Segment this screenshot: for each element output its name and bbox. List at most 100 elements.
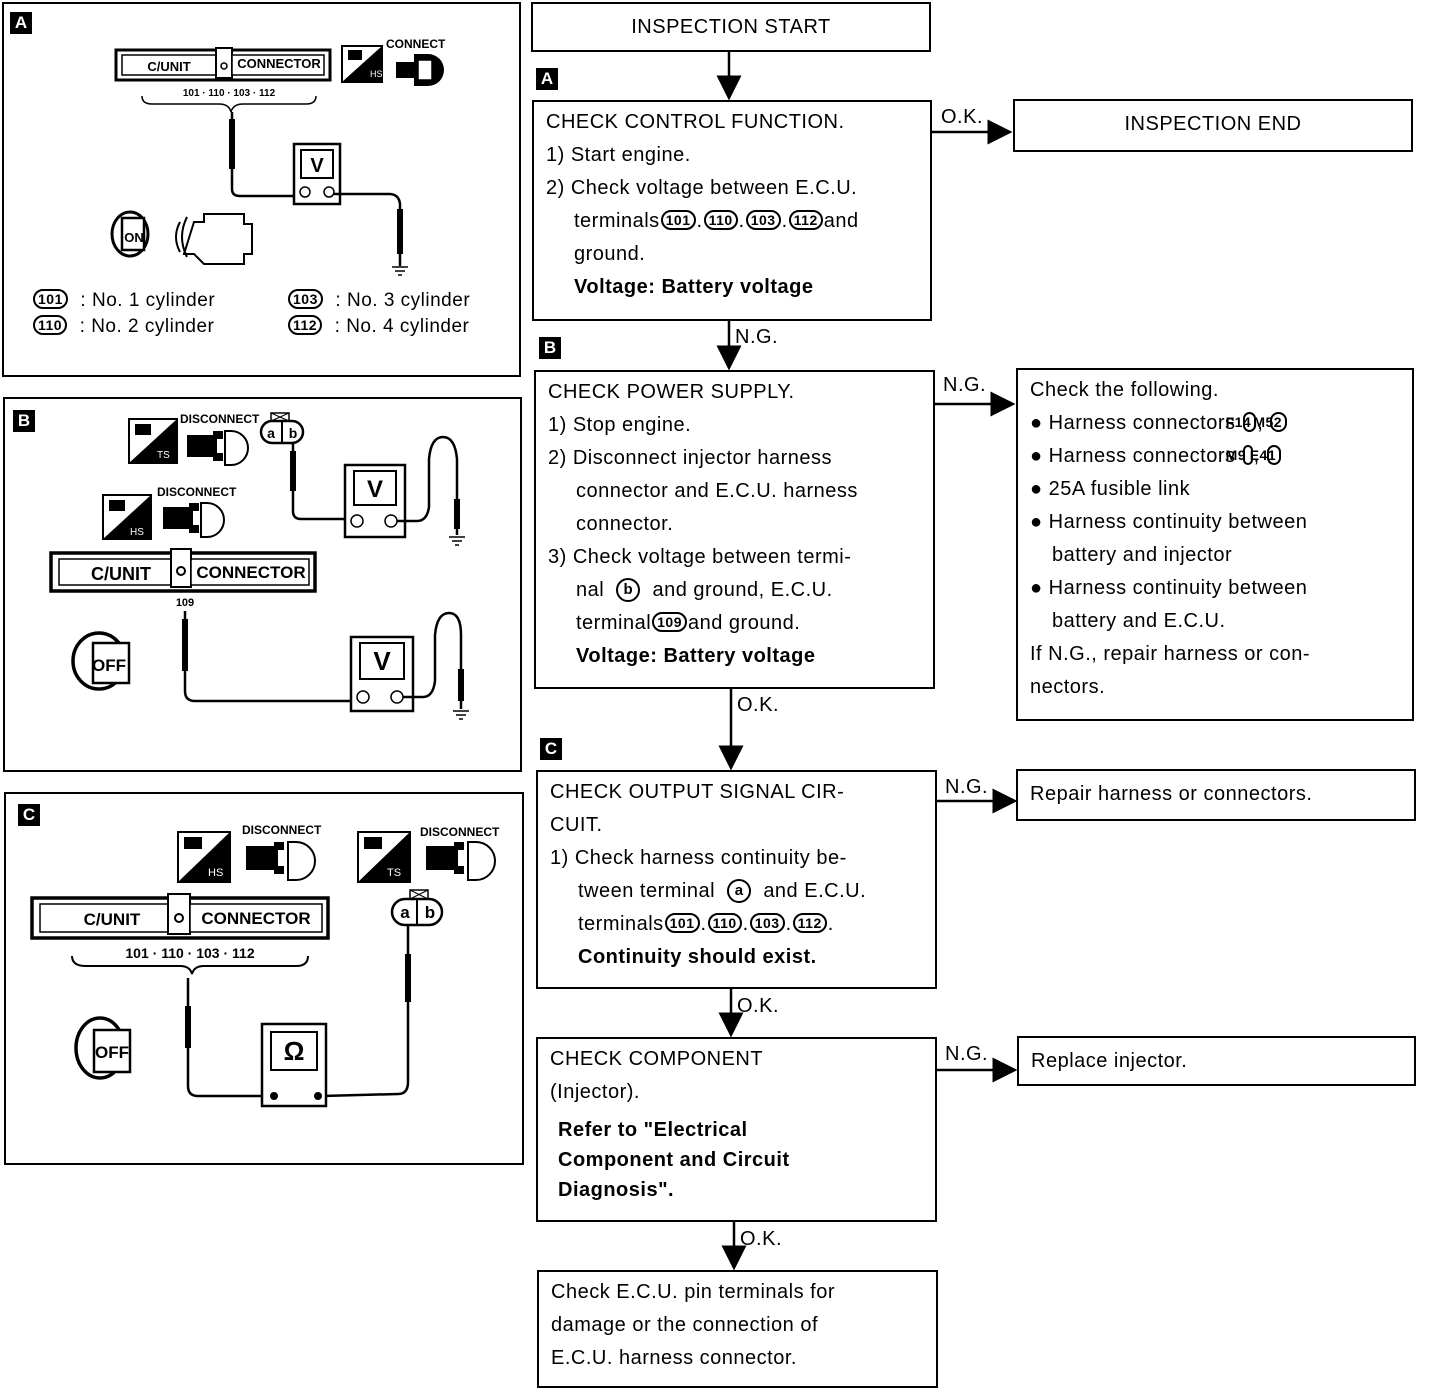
terminal-101: 101: [33, 289, 68, 309]
ts-icon: TS: [357, 831, 411, 883]
panel-a-connector-label: CONNECTOR: [237, 56, 321, 71]
ng-label-d: N.G.: [945, 1043, 989, 1065]
step-a-step2: 2) Check voltage between E.C.U.: [546, 177, 858, 199]
key-off-label: OFF: [95, 1043, 129, 1062]
step-c-title-2: CUIT.: [550, 814, 603, 836]
terminal-101: 101: [664, 913, 700, 933]
plug-a-label: a: [400, 903, 410, 922]
step-d-ref-2: Component and Circuit: [558, 1149, 790, 1171]
terminal-103: 103: [749, 913, 785, 933]
ignition-key-on-icon: ON: [110, 210, 150, 258]
terminal-103: 103: [745, 210, 781, 230]
panel-b-diagram: TS DISCONNECT a b V: [49, 412, 469, 720]
ok-label-b: O.K.: [737, 694, 780, 716]
terminal-112: 112: [792, 913, 827, 933]
panel-a-pins: 101 · 110 · 103 · 112: [183, 88, 276, 99]
injector-connector-icon: a b: [259, 412, 305, 445]
ground-icon: [453, 710, 469, 720]
step-b-step1: 1) Stop engine.: [548, 414, 692, 436]
ohmmeter-icon: Ω: [260, 1022, 328, 1108]
plug-disconnect-icon-1: [246, 841, 316, 881]
engine-icon: [175, 213, 253, 265]
step-c-title-1: CHECK OUTPUT SIGNAL CIR-: [550, 781, 845, 803]
repair-text: Repair harness or connectors.: [1030, 783, 1313, 805]
legend-103-desc: : No. 3 cylinder: [335, 290, 471, 311]
step-d-title-2: (Injector).: [550, 1081, 640, 1103]
step-c-box: CHECK OUTPUT SIGNAL CIR- CUIT. 1) Check …: [536, 770, 937, 989]
ts-text: TS: [157, 450, 170, 461]
check-following-title: Check the following.: [1030, 379, 1219, 401]
legend-112-desc: : No. 4 cylinder: [334, 316, 470, 337]
step-c-terminals-word: terminals: [578, 913, 664, 935]
step-d-ref-1: Refer to "Electrical: [558, 1119, 748, 1141]
ignition-key-off-icon: OFF: [74, 1016, 132, 1080]
ecu-connector: C/UNIT CONNECTOR 101 · 110 · 103 · 112: [30, 893, 330, 975]
bullet: ●: [1030, 445, 1043, 467]
step-b-step2-line1: 2) Disconnect injector harness: [548, 447, 833, 469]
check-item-1: ● Harness connectors F14, M52: [1030, 407, 1400, 440]
step-d-box: CHECK COMPONENT (Injector). Refer to "El…: [536, 1037, 937, 1222]
panel-c-disconnect-2: DISCONNECT: [420, 825, 500, 839]
ok-label-c: O.K.: [737, 995, 780, 1017]
ok-label-d: O.K.: [740, 1228, 783, 1250]
step-a-step1: 1) Start engine.: [546, 144, 691, 166]
ng-label-c: N.G.: [945, 776, 989, 798]
step-b-and-ground: and ground, E.C.U.: [652, 579, 833, 601]
replace-text: Replace injector.: [1031, 1050, 1188, 1072]
final-line-1: Check E.C.U. pin terminals for: [551, 1281, 835, 1303]
connector-f14: F14: [1226, 412, 1257, 432]
plug-connect-icon: [396, 54, 444, 86]
hs-icon: HS: [341, 45, 383, 83]
panel-a: A C/UNIT CONNECTOR 101 · 110 · 103 · 112…: [2, 2, 521, 377]
legend-101-desc: : No. 1 cylinder: [80, 290, 216, 311]
key-off-label: OFF: [92, 656, 126, 675]
check-item-2: ● Harness connectors M9, E41: [1030, 440, 1400, 473]
step-b-tag: B: [539, 337, 561, 359]
panel-a-connect-label: CONNECT: [386, 37, 446, 51]
plug-b-label: b: [289, 425, 298, 441]
panel-c-meter-label: Ω: [284, 1036, 305, 1066]
legend-110-desc: : No. 2 cylinder: [79, 316, 215, 337]
legend-103: 103 : No. 3 cylinder: [287, 289, 470, 312]
step-c-step1: 1) Check harness continuity be-: [550, 847, 847, 869]
check-following-note-1: If N.G., repair harness or con-: [1030, 643, 1311, 665]
step-b-step2-line3: connector.: [576, 513, 674, 535]
panel-c-pins: 101 · 110 · 103 · 112: [125, 945, 254, 961]
terminal-103: 103: [288, 289, 323, 309]
terminal-b: b: [616, 578, 641, 602]
connector-e41: E41: [1250, 445, 1282, 465]
ok-label-a: O.K.: [941, 106, 984, 128]
terminal-112: 112: [288, 315, 323, 335]
panel-c-tag: C: [18, 804, 40, 826]
legend-101: 101 : No. 1 cylinder: [32, 289, 215, 312]
bullet: ●: [1030, 511, 1043, 533]
terminal-110: 110: [703, 210, 738, 230]
step-d-title-1: CHECK COMPONENT: [550, 1048, 764, 1070]
step-a-tag: A: [536, 68, 558, 90]
panel-b-disconnect-2: DISCONNECT: [157, 485, 237, 499]
check-item-5-line2: battery and E.C.U.: [1052, 610, 1226, 632]
panel-b-connector-label: CONNECTOR: [196, 563, 305, 582]
ignition-key-off-icon: OFF: [71, 631, 131, 691]
step-b-step3: 3) Check voltage between termi-: [548, 546, 852, 568]
inspection-end-text: INSPECTION END: [1124, 113, 1302, 135]
step-b-spec: Voltage: Battery voltage: [576, 645, 816, 667]
panel-b-tag: B: [13, 410, 35, 432]
check-item-3-text: 25A fusible link: [1048, 478, 1191, 500]
ground-icon: [392, 266, 408, 276]
step-a-terminals-prefix: terminals: [574, 210, 660, 232]
terminal-a: a: [727, 879, 752, 903]
plug-disconnect-icon-2: [426, 841, 496, 881]
panel-b-disconnect-1: DISCONNECT: [180, 412, 260, 426]
bullet: ●: [1030, 478, 1043, 500]
step-b-nal: nal: [576, 579, 605, 601]
terminal-101: 101: [660, 210, 696, 230]
terminal-112: 112: [788, 210, 823, 230]
panel-b: B TS DISCONNECT a b V: [3, 397, 522, 772]
panel-b-cunit-label: C/UNIT: [91, 564, 151, 584]
step-b-step3-line2: nal b and ground, E.C.U.: [548, 574, 921, 607]
panel-a-cunit-label: C/UNIT: [147, 59, 190, 74]
